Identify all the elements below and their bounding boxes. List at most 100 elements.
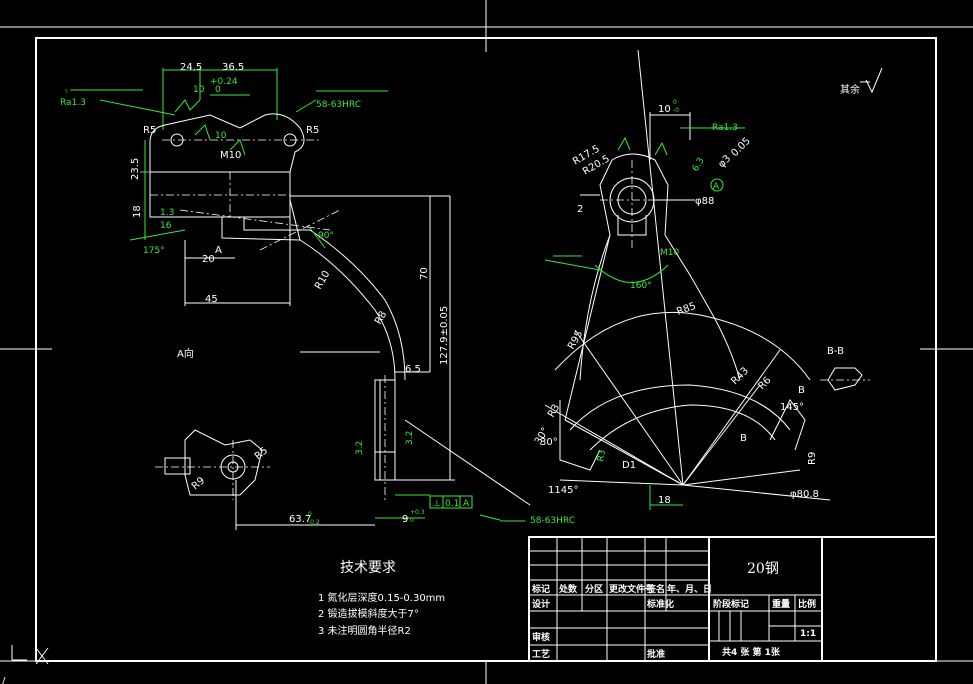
svg-text:A: A [463,499,470,509]
svg-text:R8: R8 [373,309,389,326]
svg-text:━━━━━━━: ━━━━━━━ [499,518,526,525]
svg-text:分区: 分区 [585,583,603,595]
svg-text:R3: R3 [596,449,608,463]
svg-text:重量: 重量 [772,598,790,610]
svg-text:标准化: 标准化 [646,598,674,610]
tech-requirements: 技术要求 1 氮化层深度0.15-0.30mm 2 锻造拔模斜度大于7° 3 未… [318,560,445,637]
tech-req-title: 技术要求 [340,560,396,576]
svg-text:━━━━━━━━━━━━━━━━━━: ━━━━━━━━━━━━━━━━━━ [679,125,745,132]
note-left-ra: Ra1.3 [60,98,86,108]
tech-req-item-3: 3 未注明圆角半径R2 [318,624,411,637]
svg-text:审核: 审核 [532,631,550,643]
command-line[interactable]: / [2,676,6,684]
title-block: 20钢 标记 处数 分区 更改文件号 签名 年、月、日 设计 标准化 审核 工艺… [528,536,937,662]
svg-text:23.5: 23.5 [130,158,141,180]
datum-a-circle [710,178,724,192]
section-b-b-label: B-B [827,346,844,357]
svg-text:D1: D1 [622,460,636,471]
svg-text:共4 张 第 1张: 共4 张 第 1张 [722,646,781,658]
svg-text:⊥: ⊥ [433,499,441,509]
svg-text:处数: 处数 [558,583,578,595]
svg-text:B: B [798,385,805,396]
note-hardness: 58-63HRC [316,100,361,110]
svg-text:A: A [713,182,720,192]
svg-text:145°: 145° [780,402,804,413]
svg-text:18: 18 [658,495,671,506]
svg-text:φ88: φ88 [695,196,714,207]
svg-text:127.9±0.05: 127.9±0.05 [439,306,450,365]
svg-text:0: 0 [308,511,312,518]
svg-text:╮ ━━━━━━━━━━━━━━━━━━━━: ╮ ━━━━━━━━━━━━━━━━━━━━ [64,87,143,94]
ucs-icon [11,645,49,665]
svg-text:M10: M10 [660,248,679,258]
svg-text:R43: R43 [729,365,751,387]
svg-text:0.05: 0.05 [729,136,753,160]
svg-text:1145°: 1145° [548,485,578,496]
tech-req-item-2: 2 锻造拔模斜度大于7° [318,607,419,620]
svg-text:0.1: 0.1 [445,499,459,509]
svg-text:3.2: 3.2 [355,441,365,455]
svg-text:10: 10 [658,104,671,115]
svg-text:━━━━━━━━: ━━━━━━━━ [552,253,582,260]
svg-text:φ3: φ3 [716,153,733,170]
svg-text:Ra1.3: Ra1.3 [712,123,738,133]
svg-text:R9: R9 [807,452,818,465]
svg-text:签名: 签名 [646,583,665,595]
svg-text:R85: R85 [675,301,697,318]
a-view-label: A向 [177,347,194,360]
svg-text:R6: R6 [756,375,773,392]
left-view: 24.5 36.5 +0.24 0 10 Ra1.3 ╮ ━━━━━━━━━━━… [60,62,575,530]
svg-text:6.3: 6.3 [691,156,707,173]
svg-text:-0.2: -0.2 [308,519,320,526]
svg-text:标记: 标记 [531,583,550,595]
svg-text:阶段标记: 阶段标记 [713,598,749,610]
svg-text:16: 16 [160,221,172,231]
svg-text:10: 10 [193,85,205,95]
material-label: 20钢 [747,561,779,577]
dim-24-5: 24.5 [180,62,202,73]
svg-text:18: 18 [132,205,143,218]
svg-text:20: 20 [202,254,215,265]
svg-text:更改文件号: 更改文件号 [609,583,654,595]
svg-text:6.5: 6.5 [405,364,421,375]
svg-text:1:1: 1:1 [800,629,816,639]
svg-text:B: B [740,433,747,444]
svg-text:0: 0 [215,85,221,95]
tech-req-item-1: 1 氮化层深度0.15-0.30mm [318,591,445,604]
svg-text:175°: 175° [143,246,165,256]
svg-text:R5: R5 [253,445,270,462]
svg-text:M10: M10 [220,150,241,161]
svg-text:+0.3: +0.3 [410,509,425,516]
note-bottom-hardness: 58-63HRC [530,516,575,526]
rest-roughness-label: 其余 [840,83,860,96]
svg-text:0: 0 [410,517,414,524]
svg-text:-0: -0 [673,107,679,114]
svg-text:比例: 比例 [798,598,816,610]
svg-text:R5: R5 [306,125,319,136]
svg-text:R9: R9 [190,475,207,492]
svg-text:年、月、日: 年、月、日 [667,583,712,595]
svg-text:R10: R10 [313,269,332,292]
svg-text:160°: 160° [630,281,652,291]
svg-text:45: 45 [205,294,218,305]
svg-text:10: 10 [215,131,227,141]
svg-text:63.7: 63.7 [289,514,311,525]
svg-text:3.2: 3.2 [405,431,415,445]
svg-text:━━━━━━━━━━━━━━━━━━━━: ━━━━━━━━━━━━━━━━━━━━ [315,88,389,95]
svg-text:9: 9 [402,514,408,525]
svg-text:1.3: 1.3 [160,208,174,218]
svg-text:设计: 设计 [532,598,550,610]
gdt-frame [429,495,473,509]
svg-text:0: 0 [673,99,677,106]
right-view: 10 0 -0 ━━━━━━━━━━━━━━━━━━ Ra1.3 R17.5 R… [533,49,883,510]
svg-text:R5: R5 [143,125,156,136]
svg-text:φ80.8: φ80.8 [790,489,819,500]
svg-text:70: 70 [419,267,430,280]
svg-text:工艺: 工艺 [532,648,550,660]
dim-36-5: 36.5 [222,62,244,73]
svg-text:A: A [215,245,222,256]
tol-plus-024: +0.24 [210,77,238,87]
svg-text:30°: 30° [540,437,558,448]
svg-text:90°: 90° [318,231,334,241]
